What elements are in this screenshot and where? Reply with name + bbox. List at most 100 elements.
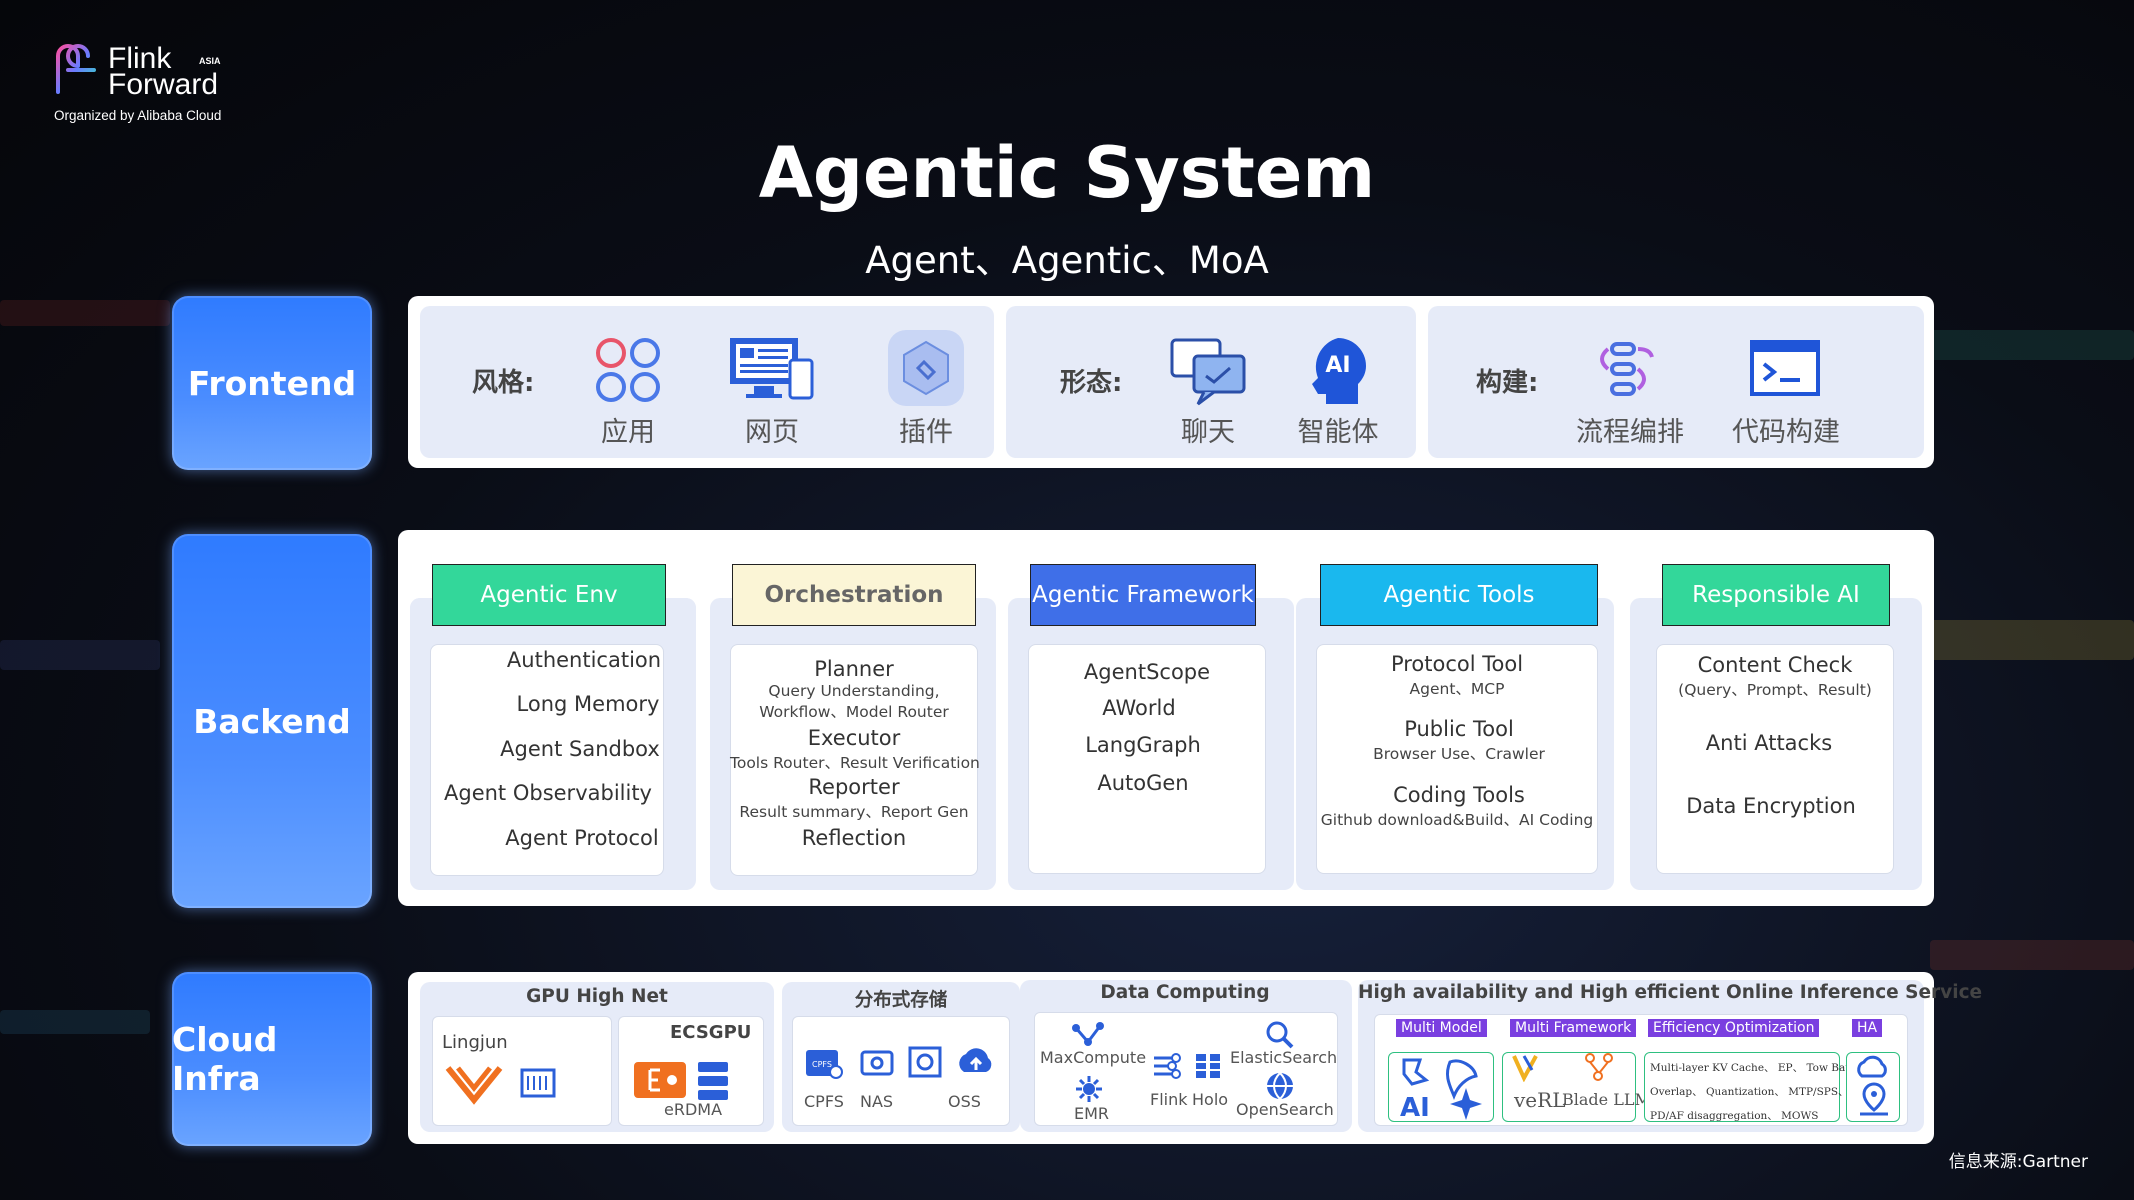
page-subtitle: Agent、Agentic、MoA — [865, 239, 1269, 282]
plugin-icon — [888, 330, 964, 406]
blade-llm-label: Blade LLM — [1562, 1090, 1651, 1109]
logo-word-flink: Flink — [108, 42, 172, 75]
holo-icon — [1196, 1054, 1220, 1078]
ecsgpu-icon — [634, 1062, 728, 1100]
gpu-title: GPU High Net — [526, 986, 668, 1007]
tag-efficiency-optimization: Efficiency Optimization — [1648, 1019, 1820, 1037]
emr-icon — [1076, 1076, 1102, 1102]
env-agent-protocol: Agent Protocol — [505, 826, 659, 850]
maxcompute-icon — [1072, 1022, 1104, 1046]
efficiency-box — [1644, 1052, 1840, 1122]
optimization-line-3: PD/AF disaggregation、 MOWS — [1650, 1110, 1819, 1122]
cloud-infra-panel: GPU High Net Lingjun ECSGPU eRDMA 分布式存储 … — [408, 972, 1983, 1144]
tag-ha: HA — [1852, 1019, 1883, 1037]
bg-streak — [1930, 940, 2134, 970]
plugin-label: 插件 — [899, 417, 953, 448]
chat-icon — [1170, 338, 1246, 406]
framework-aworld: AWorld — [1102, 696, 1176, 720]
oss-icon — [959, 1048, 992, 1072]
orch-reporter-sub: Result summary、Report Gen — [739, 803, 969, 821]
flink-label: Flink — [1150, 1090, 1188, 1109]
layer-label-frontend: Frontend — [172, 296, 372, 470]
logo-organizer: Organized by Alibaba Cloud — [54, 108, 222, 123]
framework-langgraph: LangGraph — [1085, 733, 1201, 757]
svg-text:AI: AI — [1325, 353, 1350, 378]
lingjun-label: Lingjun — [442, 1032, 508, 1053]
webpage-icon — [730, 338, 814, 400]
cpfs-badge: CPFS — [812, 1060, 832, 1069]
multi-model-box — [1388, 1052, 1494, 1122]
orch-reflection: Reflection — [801, 826, 907, 850]
tag-multi-model: Multi Model — [1396, 1019, 1487, 1037]
cpfs-icon: CPFS — [806, 1050, 843, 1079]
env-agent-observability: Agent Observability — [444, 781, 652, 805]
frontend-build-card: 构建: 流程编排 代码构建 — [1428, 306, 1924, 458]
framework-header: Agentic Framework — [1030, 564, 1256, 626]
orch-planner-sub2: Workflow、Model Router — [759, 703, 949, 721]
tools-protocol-sub: Agent、MCP — [1409, 680, 1505, 698]
compute-title: Data Computing — [1100, 982, 1270, 1003]
flink-logo-icon — [56, 44, 96, 94]
opensearch-label: OpenSearch — [1236, 1100, 1334, 1119]
tools-coding-sub: Github download&Build、AI Coding — [1320, 811, 1594, 829]
storage-box-icon — [908, 1046, 942, 1078]
bg-streak — [0, 640, 160, 670]
opensearch-icon — [1267, 1072, 1293, 1100]
orch-executor: Executor — [807, 726, 901, 750]
page-title: Agentic System — [758, 132, 1376, 214]
framework-list — [1028, 644, 1266, 874]
style-label: 风格: — [472, 368, 535, 398]
lingjun-icon — [445, 1066, 556, 1105]
code-build-label: 代码构建 — [1732, 417, 1840, 448]
orchestration-header: Orchestration — [732, 564, 976, 626]
oss-label: OSS — [948, 1092, 981, 1111]
backend-panel: Agentic Env Authentication Long Memory A… — [398, 530, 1934, 906]
tools-public: Public Tool — [1404, 717, 1514, 741]
webpage-label: 网页 — [745, 417, 799, 448]
rai-content-check-sub: (Query、Prompt、Result) — [1678, 681, 1872, 699]
app-grid-icon — [596, 338, 660, 402]
bg-streak — [0, 300, 170, 326]
framework-agentscope: AgentScope — [1083, 660, 1211, 684]
rai-anti-attacks: Anti Attacks — [1705, 731, 1833, 755]
bg-streak — [1930, 620, 2134, 660]
verl-label: veRL — [1514, 1088, 1566, 1112]
terminal-icon — [1750, 340, 1820, 396]
chat-label: 聊天 — [1181, 417, 1235, 448]
agentic-env-list — [430, 644, 664, 876]
ai-head-icon: AI — [1312, 338, 1366, 404]
bg-streak — [1900, 330, 2134, 360]
ha-icon — [1857, 1055, 1888, 1116]
frontend-panel: 风格: 应用 网页 插件 形态: — [408, 296, 1934, 468]
ha-box — [1846, 1052, 1900, 1122]
ai-badge: AI — [1400, 1093, 1430, 1120]
tools-protocol: Protocol Tool — [1390, 652, 1524, 676]
blade-llm-icon — [1585, 1053, 1613, 1081]
tag-multi-framework: Multi Framework — [1510, 1019, 1637, 1037]
source-note: 信息来源:Gartner — [1948, 1152, 2088, 1172]
responsible-ai-list — [1656, 644, 1894, 874]
agent-label: 智能体 — [1297, 417, 1379, 448]
elasticsearch-icon — [1266, 1021, 1294, 1049]
rai-data-encryption: Data Encryption — [1686, 794, 1856, 818]
workflow-icon — [1600, 342, 1654, 396]
flink-forward-logo: Flink Forward ASIA Organized by Alibaba … — [54, 40, 254, 130]
logo-word-forward: Forward — [108, 68, 219, 101]
emr-label: EMR — [1074, 1104, 1110, 1123]
inference-title: High availability and High efficient Onl… — [1358, 982, 1983, 1003]
nas-icon — [860, 1050, 894, 1076]
build-label: 构建: — [1476, 368, 1539, 398]
orch-executor-sub: Tools Router、Result Verification — [730, 754, 980, 772]
tools-coding: Coding Tools — [1393, 783, 1525, 807]
framework-autogen: AutoGen — [1097, 771, 1189, 795]
optimization-line-1: Multi-layer KV Cache、 EP、 Tow Batch — [1650, 1062, 1863, 1074]
workflow-label: 流程编排 — [1576, 417, 1684, 448]
ecsgpu-label: ECSGPU — [670, 1022, 752, 1043]
verl-logo-icon — [1512, 1055, 1538, 1082]
optimization-line-2: Overlap、 Quantization、 MTP/SPS、 — [1650, 1086, 1849, 1098]
model-logos-icon: AI — [1400, 1058, 1482, 1120]
orchestration-list — [730, 644, 978, 876]
elasticsearch-label: ElasticSearch — [1230, 1048, 1338, 1067]
env-agent-sandbox: Agent Sandbox — [500, 737, 660, 761]
tools-public-sub: Browser Use、Crawler — [1373, 745, 1545, 763]
